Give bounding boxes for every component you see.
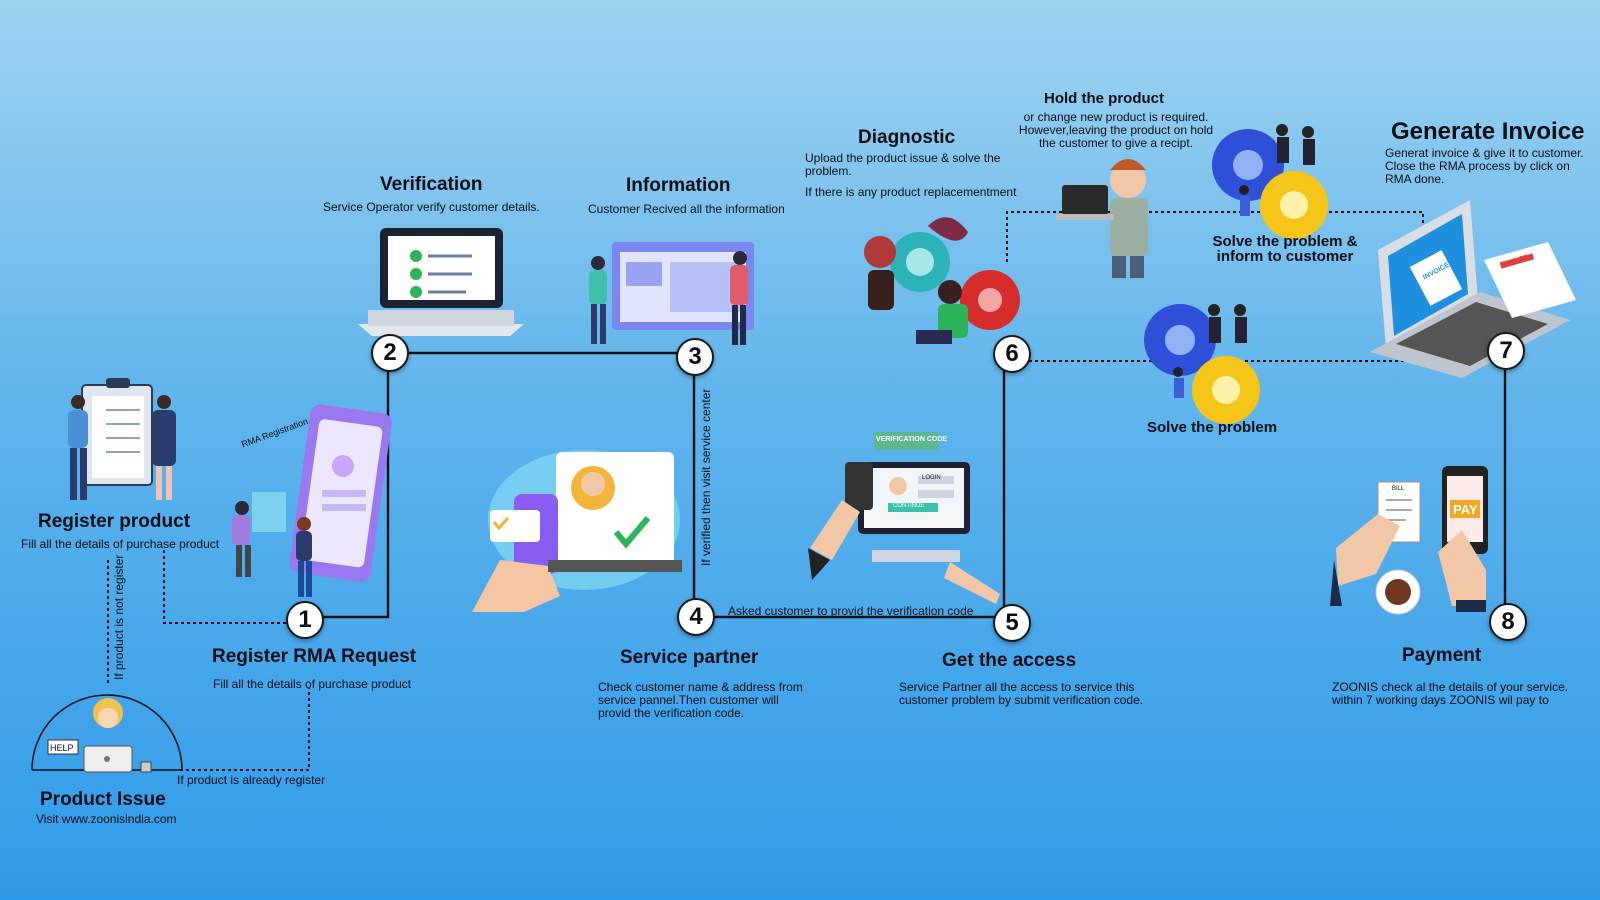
step-badge-2: 2 [371,334,409,372]
verified-visit-label: If verified then visit service center [699,388,713,566]
information-title: Information [626,175,731,196]
login-label: LOGIN [922,475,941,481]
payment-title: Payment [1402,645,1482,666]
already-register-label: If product is already register [177,773,326,787]
hold-product-title: Hold the product [1044,90,1164,107]
information-desc: Customer Recived all the information [588,202,785,216]
ask-code-label: Asked customer to provid the verificatio… [728,604,974,618]
step-badge-6: 6 [993,335,1031,373]
verification-laptop-illustration [358,228,524,336]
diagnostic-title: Diagnostic [858,127,956,148]
service-partner-title: Service partner [620,647,759,668]
register-rma-title: Register RMA Request [212,646,417,667]
verification-desc: Service Operator verify customer details… [323,200,540,214]
verification-code-label: VERIFICATION CODE [876,436,948,443]
hold-product-illustration [1056,159,1148,278]
register-rma-desc: Fill all the details of purchase product [213,677,412,691]
product-issue-title: Product Issue [40,789,166,810]
register-product-illustration [68,378,176,500]
continue-label: CONTINUE [893,503,925,509]
information-board-illustration [589,242,754,345]
get-access-desc: Service Partner all the access to servic… [899,680,1144,707]
step-badge-5: 5 [993,604,1031,642]
dotted-already-register [180,688,310,771]
step-badge-3: 3 [676,338,714,376]
not-register-label: If product is not register [112,554,126,680]
solve-gears-illustration [1144,304,1260,424]
step-badge-1: 1 [286,601,324,639]
product-issue-illustration [31,694,183,773]
diagnostic-desc: Upload the product issue & solve the pro… [805,151,1001,178]
solve-title: Solve the problem [1147,419,1278,436]
product-issue-desc: Visit www.zoonisindia.com [36,812,177,826]
solve-inform-title: Solve the problem & inform to customer [1212,233,1358,265]
solve-inform-gears-illustration [1212,124,1328,239]
step-badge-8: 8 [1489,603,1527,641]
payment-desc: ZOONIS check al the details of your serv… [1332,680,1569,707]
rma-phone-illustration [232,404,392,597]
generate-invoice-desc: Generat invoice & give it to customer. C… [1385,146,1584,186]
dotted-register-to-1 [163,550,290,624]
diagnostic-desc-2: If there is any product replacementment [805,185,1017,199]
bill-label: BILL [1392,486,1405,492]
payment-illustration [1330,466,1488,615]
diagnostic-illustration [864,217,1020,344]
get-access-illustration [808,432,1000,604]
invoice-laptop-illustration [1370,200,1576,378]
register-product-desc: Fill all the details of purchase product [21,537,220,551]
hold-product-desc: or change new product is required. Howev… [1018,110,1214,150]
step-badge-7: 7 [1487,332,1525,370]
help-label: HELP [50,743,74,753]
generate-invoice-title: Generate Invoice [1391,118,1585,145]
pay-label: PAY [1453,502,1478,517]
service-partner-desc: Check customer name & address from servi… [598,680,803,720]
register-product-title: Register product [38,511,191,532]
step-badge-4: 4 [677,598,715,636]
get-access-title: Get the access [942,650,1077,671]
service-partner-illustration [472,450,682,612]
verification-title: Verification [380,174,483,195]
